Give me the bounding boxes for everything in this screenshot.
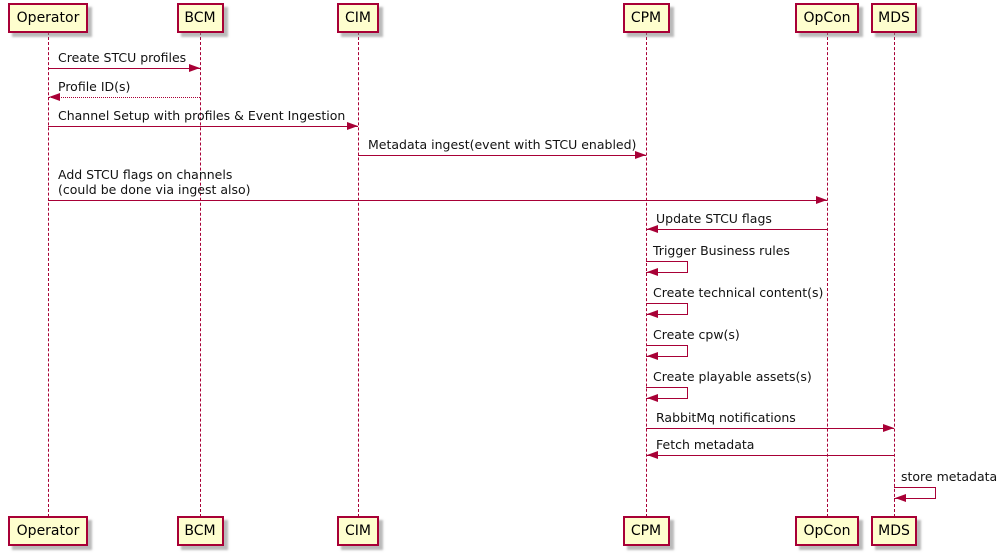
message-line <box>48 200 827 201</box>
self-message-loop <box>646 261 688 273</box>
arrow-head-right-icon <box>189 64 200 72</box>
message-line <box>48 97 200 98</box>
arrow-head-left-icon <box>647 393 658 402</box>
arrow-head-left-icon <box>647 225 658 233</box>
lifeline-cpm <box>646 32 647 517</box>
message-line <box>358 155 646 156</box>
arrow-head-left-icon <box>647 267 658 276</box>
self-message-loop <box>646 387 688 399</box>
arrow-head-left-icon <box>647 451 658 459</box>
message-line <box>48 68 200 69</box>
message-label: Update STCU flags <box>656 211 772 226</box>
arrow-head-right-icon <box>347 122 358 130</box>
arrow-head-left-icon <box>49 93 60 101</box>
participant-bcm-top: BCM <box>176 3 224 33</box>
self-message-loop <box>646 303 688 315</box>
self-message-label: store metadata <box>901 469 998 484</box>
lifeline-operator <box>48 32 49 517</box>
message-label: RabbitMq notifications <box>656 410 796 425</box>
lifeline-cim <box>358 32 359 517</box>
lifeline-opcon <box>827 32 828 517</box>
message-label: Profile ID(s) <box>58 79 131 94</box>
arrow-head-left-icon <box>647 351 658 360</box>
arrow-head-left-icon <box>895 493 906 502</box>
participant-cim-bottom: CIM <box>337 516 379 546</box>
lifeline-mds <box>894 32 895 517</box>
participant-mds-bottom: MDS <box>871 516 917 546</box>
participant-cpm-bottom: CPM <box>622 516 670 546</box>
message-label: Create STCU profiles <box>58 50 187 65</box>
participant-operator-bottom: Operator <box>8 516 88 546</box>
participant-bcm-bottom: BCM <box>176 516 224 546</box>
self-message-loop <box>646 345 688 357</box>
message-label: Add STCU flags on channels (could be don… <box>58 167 251 197</box>
arrow-head-left-icon <box>647 309 658 318</box>
message-line <box>646 229 827 230</box>
participant-cim-top: CIM <box>337 3 379 33</box>
lifeline-bcm <box>200 32 201 517</box>
participant-mds-top: MDS <box>871 3 917 33</box>
message-label: Metadata ingest(event with STCU enabled) <box>368 137 637 152</box>
self-message-label: Create playable assets(s) <box>653 369 812 384</box>
participant-operator-top: Operator <box>8 3 88 33</box>
participant-cpm-top: CPM <box>622 3 670 33</box>
message-line <box>48 126 358 127</box>
self-message-label: Create technical content(s) <box>653 285 824 300</box>
participant-opcon-top: OpCon <box>795 3 859 33</box>
arrow-head-right-icon <box>883 424 894 432</box>
arrow-head-right-icon <box>816 196 827 204</box>
arrow-head-right-icon <box>635 151 646 159</box>
participant-opcon-bottom: OpCon <box>795 516 859 546</box>
self-message-label: Trigger Business rules <box>653 243 790 258</box>
message-label: Channel Setup with profiles & Event Inge… <box>58 108 346 123</box>
message-label: Fetch metadata <box>656 437 755 452</box>
self-message-label: Create cpw(s) <box>653 327 740 342</box>
self-message-loop <box>894 487 936 499</box>
message-line <box>646 455 894 456</box>
message-line <box>646 428 894 429</box>
